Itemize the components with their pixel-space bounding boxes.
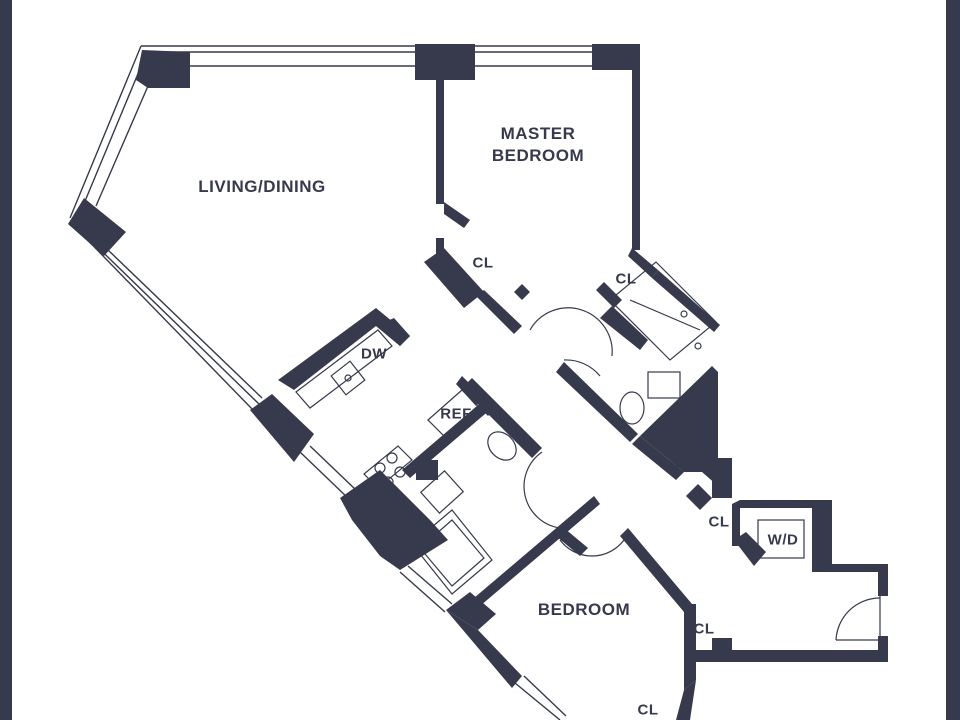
closet-label-hall-upper: CL [663, 458, 685, 476]
washer-dryer-label: W/D [767, 531, 799, 549]
walls [68, 44, 888, 720]
closet-label-bedroom-bottom: CL [637, 701, 659, 719]
refrigerator-label: REF [440, 405, 472, 423]
shower [609, 261, 717, 361]
closet-label-hall-lower: CL [708, 513, 730, 531]
master-bedroom-line2: BEDROOM [491, 146, 585, 165]
dishwasher-label: DW [361, 345, 387, 363]
closet-label-master-left: CL [472, 254, 494, 272]
frame-right-bar [946, 0, 960, 720]
master-bedroom-line1: MASTER [500, 124, 576, 143]
master-toilet [619, 391, 645, 425]
fridge-box [427, 389, 479, 437]
windows [69, 45, 640, 720]
room-label-bedroom: BEDROOM [537, 600, 631, 619]
frame-left-bar [0, 0, 12, 720]
washer-dryer [757, 519, 805, 559]
kitchen-sink [330, 360, 366, 396]
bathtub [411, 509, 493, 595]
closet-label-bedroom-right: CL [693, 620, 715, 638]
room-label-living-dining: LIVING/DINING [198, 177, 326, 196]
room-label-master-bedroom: MASTER BEDROOM [492, 123, 584, 167]
closet-label-master-right: CL [615, 270, 637, 288]
fixtures-outline [295, 261, 881, 641]
toilet [487, 431, 517, 461]
